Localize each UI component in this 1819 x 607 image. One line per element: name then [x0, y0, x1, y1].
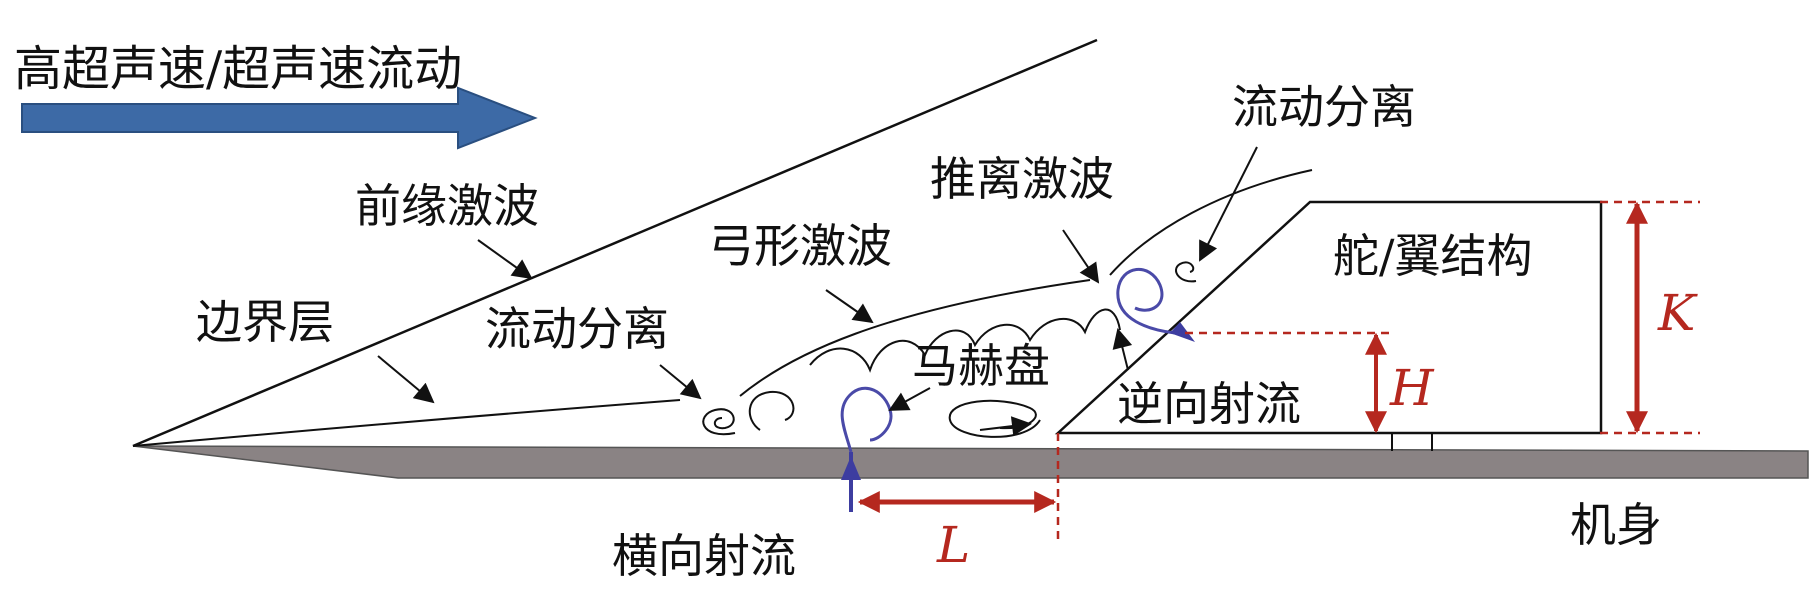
leading-shock-label: 前缘激波 — [355, 179, 539, 233]
flow-separation-right-label: 流动分离 — [1232, 80, 1416, 134]
flow-separation-right-pointer — [1199, 146, 1258, 262]
k-dimension-label: K — [1657, 284, 1698, 342]
boundary-layer-label: 边界层 — [196, 295, 334, 349]
transverse-jet-plume — [840, 386, 893, 453]
shear-layer-wave — [809, 308, 1121, 373]
flow-separation-left-pointer — [659, 364, 702, 400]
h-dimension-label: H — [1389, 359, 1435, 417]
flow-direction-arrow — [21, 86, 538, 150]
boundary-layer-pointer — [377, 355, 435, 404]
separation-vortex-right — [1175, 261, 1197, 283]
boundary-layer-line — [132, 399, 681, 447]
reverse-jet-pointer — [1112, 328, 1133, 371]
mach-disk-label: 马赫盘 — [912, 339, 1050, 393]
l-dimension-label: L — [936, 516, 970, 574]
flow-title-label: 高超声速/超声速流动 — [14, 41, 462, 97]
rudder-wing-label: 舵/翼结构 — [1333, 229, 1533, 283]
transverse-jet-arrowhead — [841, 456, 861, 480]
reverse-jet-arrowhead — [1170, 322, 1195, 342]
fuselage-body — [132, 445, 1809, 479]
leading-edge-shock-line — [132, 38, 1098, 448]
separation-vortex-mid — [748, 390, 795, 431]
bow-shock-line — [739, 279, 1091, 397]
recirculation-vortex — [948, 399, 1041, 438]
reverse-jet-plume — [1116, 267, 1176, 335]
detached-shock-pointer — [1062, 229, 1100, 284]
reverse-jet-label: 逆向射流 — [1117, 377, 1301, 431]
bow-shock-pointer — [825, 289, 874, 324]
mach-disk-pointer — [888, 387, 931, 411]
detached-shock-line — [1109, 169, 1313, 276]
recirculation-vortex-arrow — [979, 416, 1032, 437]
flow-separation-left-label: 流动分离 — [485, 302, 669, 356]
bow-shock-label: 弓形激波 — [708, 219, 892, 273]
separation-vortex-left — [702, 408, 736, 436]
leading-shock-pointer — [477, 239, 533, 280]
detached-shock-label: 推离激波 — [930, 152, 1114, 206]
transverse-jet-label: 横向射流 — [612, 529, 796, 583]
fuselage-label: 机身 — [1570, 498, 1662, 552]
